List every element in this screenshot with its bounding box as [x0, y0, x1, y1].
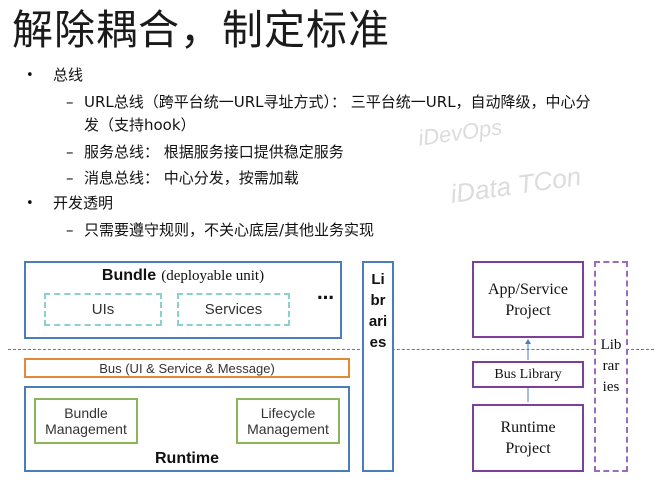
sub-bullet-url-bus: URL总线（跨平台统一URL寻址方式）： 三平台统一URL，自动降级，中心分	[84, 93, 591, 111]
ellipsis: …	[317, 284, 334, 304]
bundle-title: Bundle	[101, 267, 157, 284]
bundle-management-line2: Management	[45, 421, 127, 437]
runtime-label: Runtime	[155, 450, 219, 467]
sub-bullet-rules: 只需要遵守规则，不关心底层/其他业务实现	[84, 221, 375, 239]
libraries-left-line2: br	[370, 292, 386, 309]
services-box: Services	[177, 293, 290, 326]
bundle-management-box: Bundle Management	[34, 398, 138, 444]
uis-box: UIs	[44, 293, 162, 326]
sub-bullet-marker: –	[66, 169, 74, 187]
sub-bullet-marker: –	[66, 221, 74, 239]
bus-library-box: Bus Library	[472, 361, 584, 388]
bundle-management-line1: Bundle	[64, 405, 108, 421]
app-service-line1: App/Service	[488, 280, 568, 298]
libraries-right-line3: ies	[602, 379, 620, 395]
app-service-project-box: App/Service Project	[472, 261, 584, 338]
lifecycle-management-box: Lifecycle Management	[236, 398, 340, 444]
slide-title: 解除耦合，制定标准	[12, 6, 390, 54]
libraries-left-line3: ari	[368, 313, 388, 330]
runtime-project-line1: Runtime	[500, 419, 556, 436]
bullet-dev-transparent: 开发透明	[53, 194, 114, 212]
sub-bullet-marker: –	[66, 143, 74, 161]
lifecycle-management-line1: Lifecycle	[260, 405, 316, 421]
libraries-box-left: Li br ari es	[362, 261, 394, 472]
sub-bullet-url-bus-cont: 发（支持hook）	[84, 116, 196, 134]
watermark-idata-tcon: iData TCon	[448, 161, 583, 210]
sub-bullet-service-bus: 服务总线： 根据服务接口提供稳定服务	[84, 143, 344, 161]
bullet-marker: •	[26, 196, 34, 211]
bundle-heading: Bundle (deployable unit)	[24, 265, 342, 285]
bullet-marker: •	[26, 68, 34, 83]
runtime-project-line2: Project	[505, 440, 551, 457]
app-service-line2: Project	[505, 301, 551, 319]
layer-divider-line	[8, 349, 654, 350]
libraries-left-line1: Li	[371, 271, 385, 288]
libraries-right-line2: rar	[602, 358, 620, 374]
bundle-subtitle: (deployable unit)	[161, 268, 265, 284]
bullet-bus: 总线	[53, 66, 84, 84]
sub-bullet-marker: –	[66, 93, 74, 111]
watermark-idevops: iDevOps	[416, 114, 504, 151]
runtime-project-box: Runtime Project	[472, 404, 584, 472]
lifecycle-management-line2: Management	[247, 421, 329, 437]
bus-box: Bus (UI & Service & Message)	[24, 358, 350, 378]
libraries-box-right: Lib rar ies	[594, 261, 628, 472]
sub-bullet-message-bus: 消息总线： 中心分发，按需加载	[84, 169, 299, 187]
libraries-left-line4: es	[369, 334, 387, 351]
libraries-right-line1: Lib	[600, 337, 622, 353]
